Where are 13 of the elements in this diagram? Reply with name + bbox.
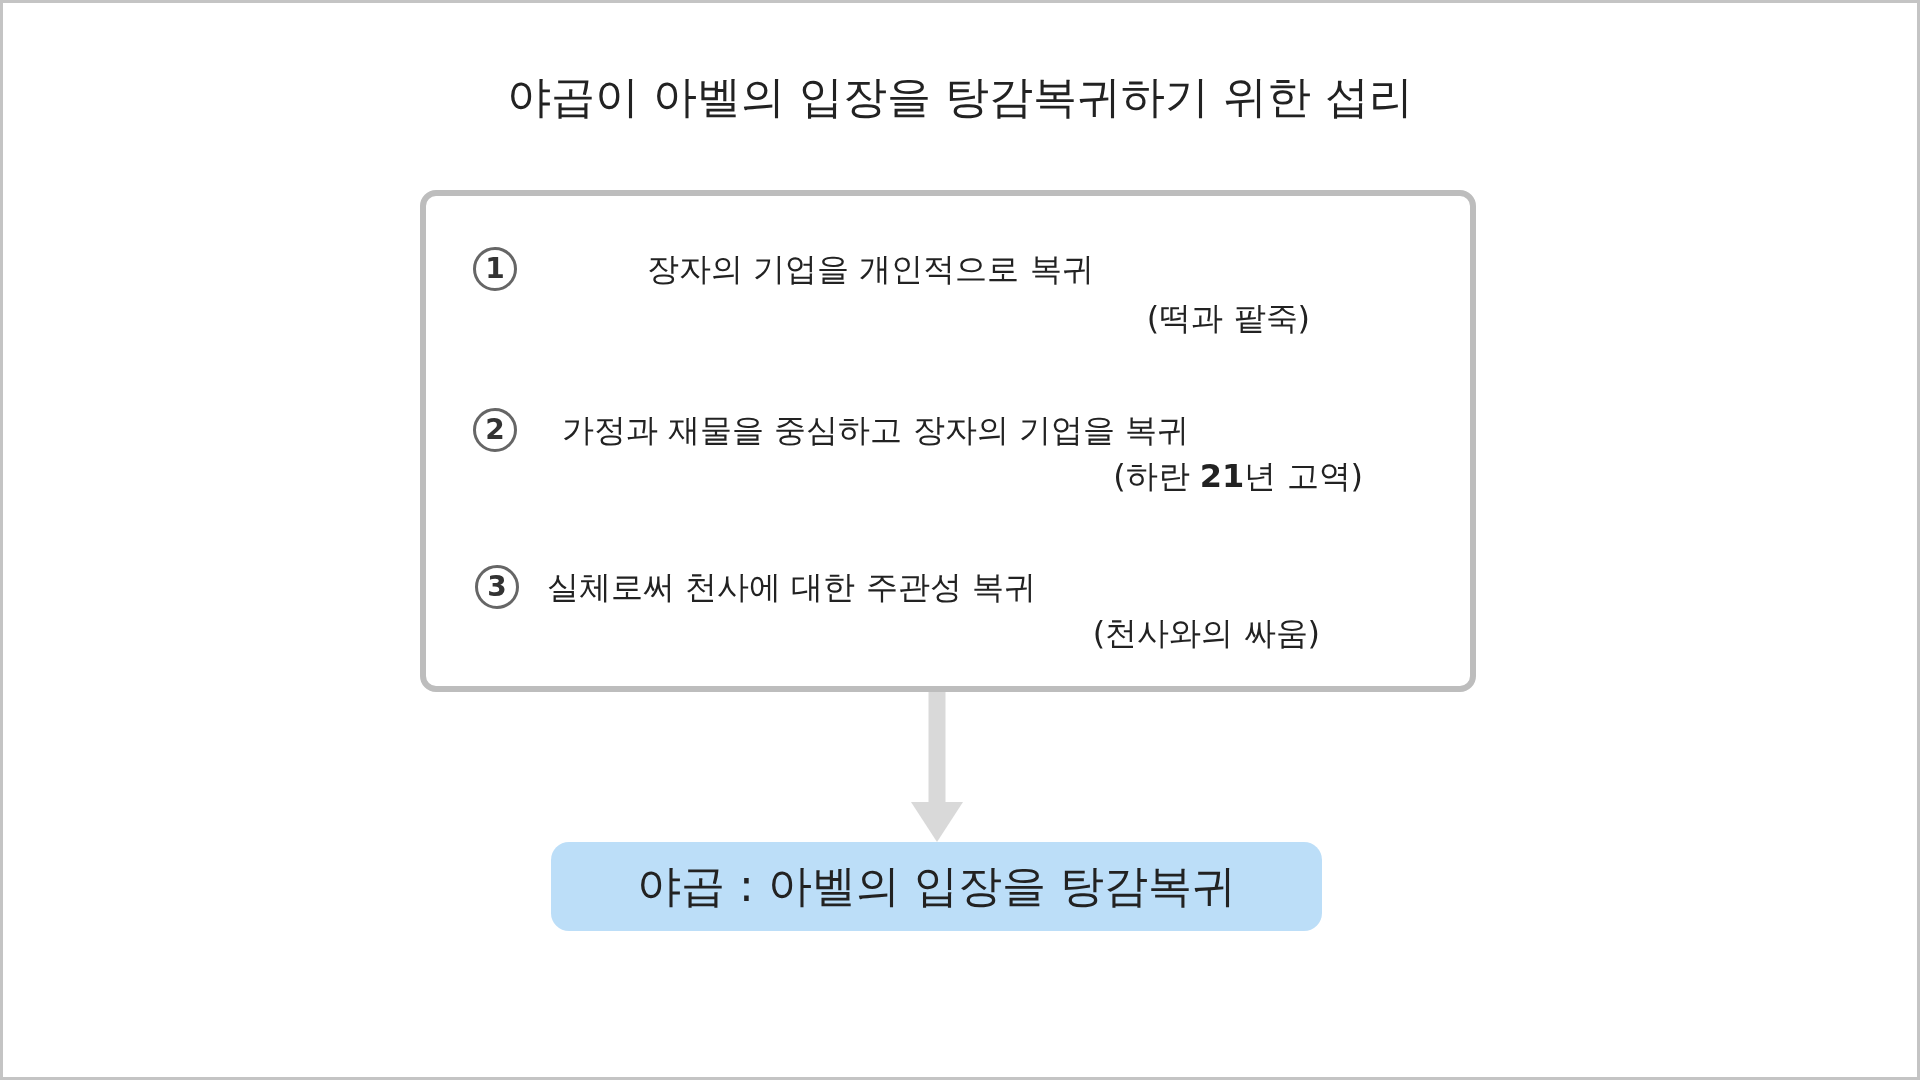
item-text: 장자의 기업을 개인적으로 복귀 bbox=[647, 249, 1094, 289]
item-text: 실체로써 천사에 대한 주관성 복귀 bbox=[547, 567, 1036, 607]
arrow bbox=[911, 692, 963, 842]
item-text: 가정과 재물을 중심하고 장자의 기업을 복귀 bbox=[562, 410, 1189, 450]
title: 야곱이 아벨의 입장을 탕감복귀하기 위한 섭리 bbox=[506, 70, 1414, 124]
number-circle: 3 bbox=[475, 565, 519, 609]
number-circle: 2 bbox=[473, 408, 517, 452]
list-panel bbox=[420, 190, 1476, 692]
result-box: 야곱 : 아벨의 입장을 탕감복귀 bbox=[551, 842, 1322, 931]
number-circle: 1 bbox=[473, 247, 517, 291]
item-text: (떡과 팥죽) bbox=[1146, 298, 1310, 338]
item-text: (천사와의 싸움) bbox=[1092, 613, 1320, 653]
item-text: (하란 21년 고역) bbox=[1113, 456, 1363, 496]
